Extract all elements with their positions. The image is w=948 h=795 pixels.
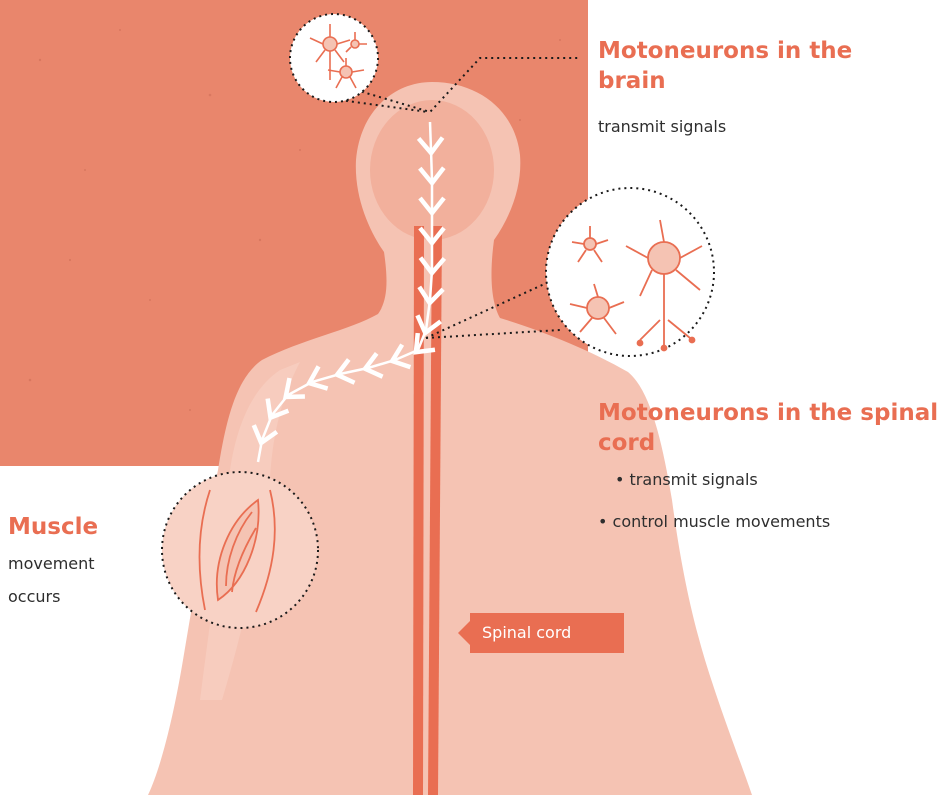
spinal-cord-left (418, 226, 419, 795)
spinal-bullet-item: transmit signals (615, 468, 758, 492)
spinal-neuron-callout (546, 188, 714, 356)
spinal-bullet-item: control muscle movements (598, 510, 830, 534)
muscle-description-line: occurs (8, 585, 60, 609)
muscle-description-line: movement (8, 552, 95, 576)
muscle-title: Muscle (8, 512, 98, 542)
brain-neuron-callout (290, 14, 378, 102)
spinal-cord-tag: Spinal cord (470, 613, 624, 653)
spinal-cord-right (433, 226, 437, 795)
spinal-motoneurons-title: Motoneurons in the spinal cord (598, 398, 943, 458)
brain-motoneurons-description: transmit signals (598, 115, 726, 139)
brain-motoneurons-title: Motoneurons in the brain (598, 36, 898, 96)
muscle-callout (162, 472, 318, 628)
